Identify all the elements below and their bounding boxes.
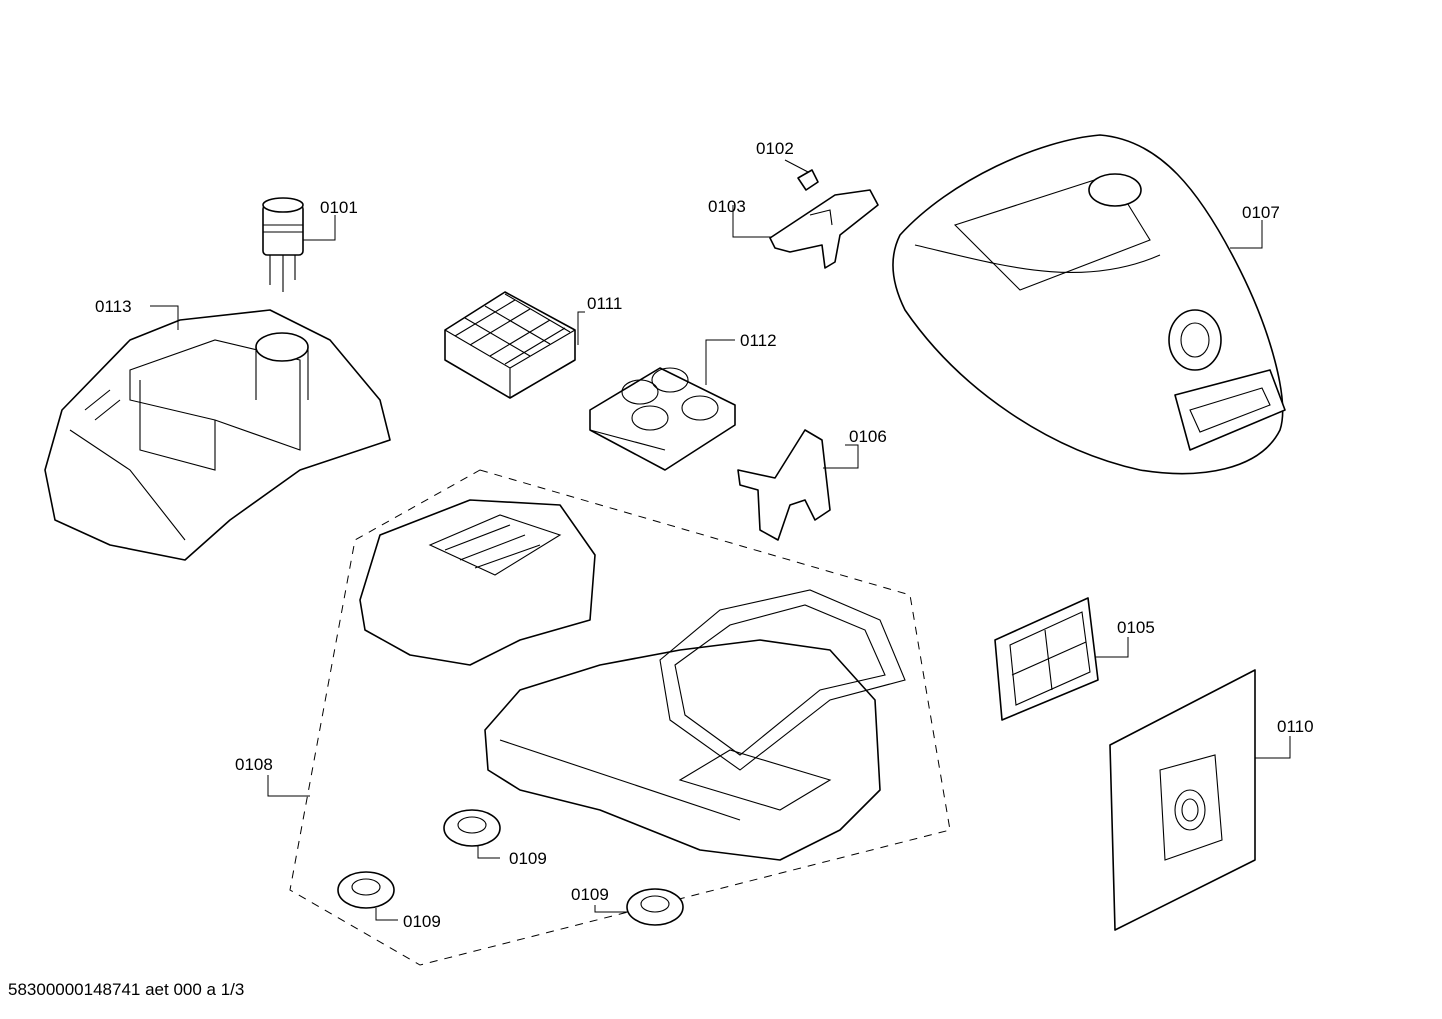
part-0109-wheel[interactable] — [337, 871, 395, 909]
label-0109: 0109 — [571, 885, 609, 904]
part-0103-latch[interactable] — [769, 189, 879, 269]
label-0101: 0101 — [320, 198, 358, 217]
assembly-0108-outline — [289, 469, 951, 966]
label-0111: 0111 — [587, 294, 622, 313]
label-0112: 0112 — [740, 331, 777, 350]
document-id-footer: 58300000148741 aet 000 a 1/3 — [8, 980, 245, 999]
part-0109-wheel[interactable] — [443, 809, 501, 847]
label-0107: 0107 — [1242, 203, 1280, 222]
part-0112-filter-grid[interactable] — [589, 367, 736, 471]
part-0106-bracket[interactable] — [737, 429, 831, 541]
label-0102: 0102 — [756, 139, 794, 158]
label-0110: 0110 — [1277, 717, 1314, 736]
part-0107-cover[interactable] — [892, 134, 1286, 475]
part-0109-wheel[interactable] — [626, 888, 684, 926]
part-0108-base — [484, 589, 906, 861]
label-0113: 0113 — [95, 297, 132, 316]
label-0109: 0109 — [403, 912, 441, 931]
part-0102-clip[interactable] — [797, 169, 819, 191]
part-0113-housing[interactable] — [44, 309, 391, 561]
part-0105-frame[interactable] — [994, 597, 1099, 721]
part-0108-filter-housing — [359, 499, 596, 666]
label-0106: 0106 — [849, 427, 887, 446]
label-0108: 0108 — [235, 755, 273, 774]
part-0101-cylinder[interactable] — [262, 197, 304, 292]
part-0110-dust-bag[interactable] — [1109, 669, 1256, 931]
label-0109: 0109 — [509, 849, 547, 868]
label-0103: 0103 — [708, 197, 746, 216]
label-0105: 0105 — [1117, 618, 1155, 637]
part-0111-filter[interactable] — [444, 291, 576, 399]
leader-lines — [150, 159, 1291, 921]
